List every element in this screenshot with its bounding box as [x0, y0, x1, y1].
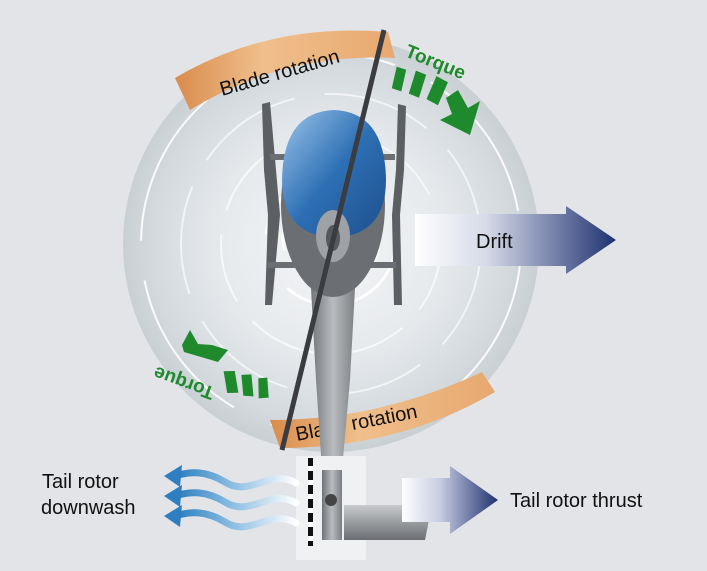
downwash-arrows — [174, 469, 300, 531]
tail-rotor-blade-stripes — [308, 466, 313, 541]
torque-arrow-bottom — [182, 330, 269, 399]
main-rotor-blade — [279, 29, 387, 451]
downwash-arrowheads — [164, 465, 182, 527]
tail-rotor-downwash-label-line2: downwash — [41, 497, 136, 519]
tail-rotor-blade — [308, 458, 313, 546]
tail-rotor-downwash-label-line1: Tail rotor — [42, 471, 119, 493]
tail-rotor-hub — [325, 494, 337, 506]
canopy — [282, 110, 386, 238]
drift-label: Drift — [476, 231, 513, 253]
tail-boom — [310, 270, 356, 470]
blade-rotation-band-top — [175, 30, 395, 110]
drift-arrow — [415, 206, 616, 274]
tail-rotor-thrust-arrow — [402, 466, 498, 534]
tail-rotor-thrust-label: Tail rotor thrust — [510, 490, 643, 512]
torque-arrow-top — [391, 66, 480, 135]
